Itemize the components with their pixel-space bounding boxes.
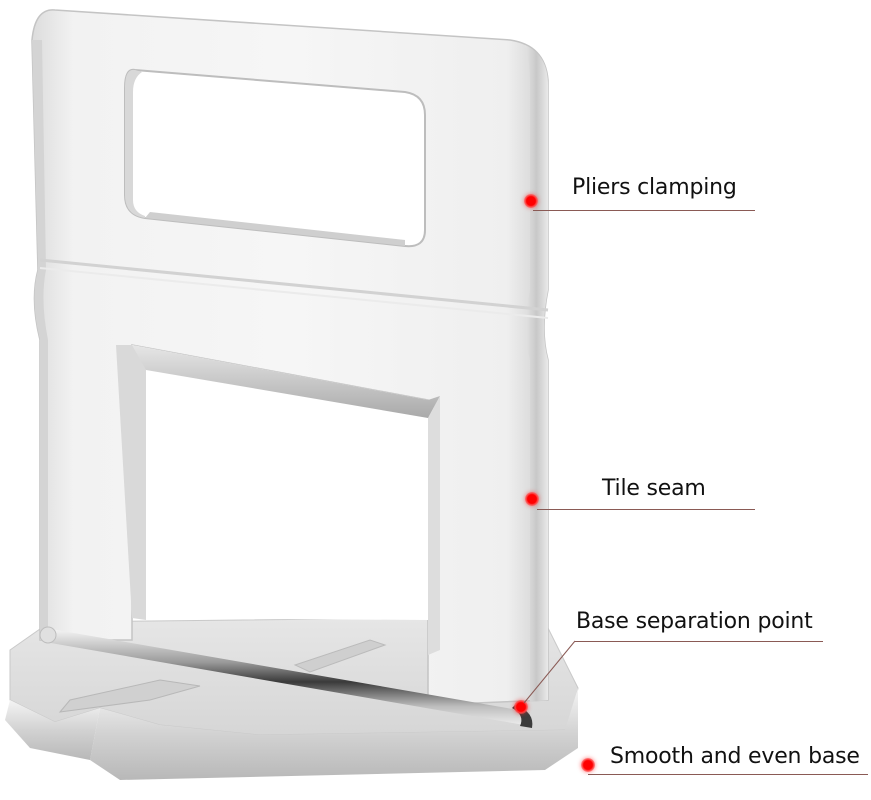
tile-seam-leader-line	[537, 509, 755, 510]
smooth-base-leader-line	[588, 774, 868, 775]
base-separation-marker-icon	[514, 700, 528, 714]
tile-seam-marker-icon	[525, 492, 539, 506]
pliers-clamping-leader-line	[533, 210, 755, 211]
callout-label-tile-seam: Tile seam	[602, 476, 706, 501]
callout-label-pliers-clamping: Pliers clamping	[572, 175, 737, 200]
callout-label-base-separation-point: Base separation point	[576, 609, 813, 634]
base-separation-leader-horizontal	[575, 641, 823, 642]
pliers-clamping-marker-icon	[524, 194, 538, 208]
callout-label-smooth-and-even-base: Smooth and even base	[610, 744, 860, 769]
smooth-base-marker-icon	[581, 758, 595, 772]
